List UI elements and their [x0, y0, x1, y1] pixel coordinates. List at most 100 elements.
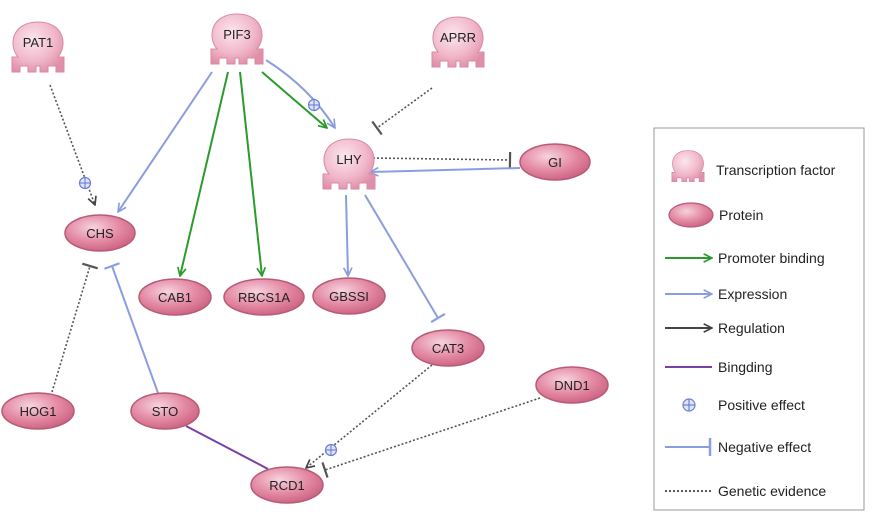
legend-label-binding: Bingding: [718, 359, 773, 375]
transcription-factor-icon: [322, 138, 376, 190]
edge-lhy-gbssi: [346, 194, 348, 276]
circle-plus-icon: [307, 98, 321, 112]
node-hog1[interactable]: HOG1: [1, 392, 75, 430]
legend-item-promoter-binding: Promoter binding: [665, 250, 825, 266]
tbar-icon: [321, 462, 329, 478]
edge-pif3-rbcs1a: [239, 71, 262, 276]
legend-item-protein: Protein: [668, 202, 763, 228]
protein-icon: [535, 366, 609, 404]
node-label-cab1: CAB1: [158, 290, 192, 305]
edge-line-expression: [364, 194, 439, 319]
nodes-layer: PAT1 PIF3 APRR LHY GI CHS CAB1 RB: [1, 13, 609, 504]
edge-line-expression: [111, 265, 159, 394]
legend-label-protein: Protein: [719, 207, 763, 223]
edge-line-promoter_binding: [239, 71, 262, 276]
node-label-rcd1: RCD1: [269, 478, 304, 493]
edge-line-genetic: [324, 397, 541, 471]
legend-item-regulation: Regulation: [665, 320, 785, 336]
tbar-icon: [665, 438, 712, 456]
legend-item-positive-effect: Positive effect: [682, 397, 805, 413]
tbar-icon: [371, 120, 383, 136]
legend-item-expression: Expression: [665, 286, 787, 302]
edge-line-expression: [265, 59, 335, 128]
edge-lhy-cat3: [364, 194, 446, 324]
legend-item-negative-effect: Negative effect: [665, 438, 811, 456]
node-sto[interactable]: STO: [130, 392, 200, 430]
edge-pif3-lhy-promoter: [261, 71, 327, 128]
node-label-gi: GI: [548, 155, 562, 170]
edge-line-genetic: [49, 84, 95, 205]
node-chs[interactable]: CHS: [64, 214, 136, 252]
node-label-aprr: APRR: [440, 30, 476, 45]
node-label-sto: STO: [152, 404, 179, 419]
node-aprr[interactable]: APRR: [431, 16, 485, 68]
node-pat1[interactable]: PAT1: [11, 21, 65, 73]
edge-line-promoter_binding: [261, 71, 327, 128]
legend-item-genetic-evidence: Genetic evidence: [665, 483, 826, 499]
edge-pif3-lhy-expression: [265, 59, 335, 128]
edge-line-genetic: [372, 157, 511, 161]
transcription-factor-icon: [11, 21, 65, 73]
tbar-icon: [104, 262, 120, 270]
edge-line-genetic: [306, 364, 433, 468]
edge-line-genetic: [376, 87, 433, 129]
edge-line-promoter_binding: [180, 71, 229, 276]
circle-plus-icon: [682, 398, 696, 412]
edge-cat3-rcd1: [306, 364, 433, 468]
legend-item-transcription-factor: Transcription factor: [671, 150, 836, 183]
legend-label-expression: Expression: [718, 286, 787, 302]
node-rbcs1a[interactable]: RBCS1A: [223, 278, 305, 316]
node-pif3[interactable]: PIF3: [210, 13, 264, 65]
protein-icon: [312, 277, 386, 315]
legend-label-promoter-binding: Promoter binding: [718, 250, 825, 266]
node-label-pat1: PAT1: [23, 35, 54, 50]
protein-icon: [250, 466, 324, 504]
node-rcd1[interactable]: RCD1: [250, 466, 324, 504]
legend-item-binding: Bingding: [665, 359, 773, 375]
protein-icon: [130, 392, 200, 430]
node-label-pif3: PIF3: [223, 27, 250, 42]
legend-label-regulation: Regulation: [718, 320, 785, 336]
legend-label-positive-effect: Positive effect: [718, 397, 805, 413]
edge-aprr-lhy: [371, 87, 433, 136]
legend: Transcription factor Protein Promoter bi…: [653, 127, 865, 511]
edge-line-expression: [346, 194, 348, 276]
protein-icon: [1, 392, 75, 430]
tbar-icon: [430, 312, 446, 324]
edge-pat1-chs: [49, 84, 95, 205]
node-label-hog1: HOG1: [20, 404, 57, 419]
edge-pif3-chs: [118, 71, 213, 212]
legend-label-transcription-factor: Transcription factor: [716, 162, 836, 178]
edge-hog1-chs: [51, 262, 98, 393]
protein-icon: [668, 202, 714, 228]
node-label-dnd1: DND1: [554, 378, 589, 393]
node-cat3[interactable]: CAT3: [411, 329, 485, 367]
edge-dnd1-rcd1: [321, 397, 541, 478]
node-lhy[interactable]: LHY: [322, 138, 376, 190]
node-label-rbcs1a: RBCS1A: [238, 290, 290, 305]
node-label-chs: CHS: [86, 226, 114, 241]
node-dnd1[interactable]: DND1: [535, 366, 609, 404]
edges-layer: [49, 59, 541, 478]
edge-line-expression: [370, 168, 521, 172]
edge-sto-rcd1: [185, 425, 269, 470]
circle-plus-icon: [324, 443, 338, 457]
edge-lhy-gi: [372, 151, 512, 169]
legend-label-negative-effect: Negative effect: [718, 439, 811, 455]
protein-icon: [223, 278, 305, 316]
node-label-cat3: CAT3: [432, 341, 464, 356]
node-label-gbssi: GBSSI: [329, 289, 369, 304]
protein-icon: [411, 329, 485, 367]
node-cab1[interactable]: CAB1: [138, 278, 212, 316]
circle-plus-icon: [78, 176, 92, 190]
protein-icon: [64, 214, 136, 252]
edge-pif3-cab1: [180, 71, 229, 276]
transcription-factor-icon: [431, 16, 485, 68]
node-gbssi[interactable]: GBSSI: [312, 277, 386, 315]
edge-sto-chs: [104, 262, 159, 394]
node-label-lhy: LHY: [336, 152, 362, 167]
tbar-icon: [82, 262, 98, 270]
node-gi[interactable]: GI: [519, 143, 591, 181]
edge-gi-lhy: [370, 168, 521, 172]
